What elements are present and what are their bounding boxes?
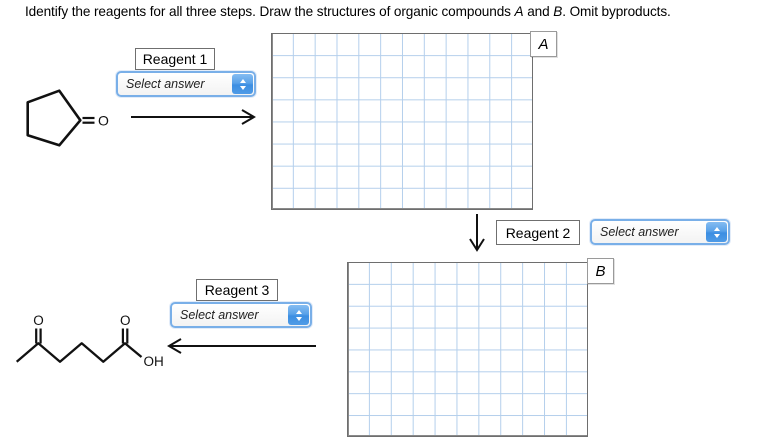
reagent2-spinner-button[interactable] xyxy=(706,222,727,242)
drawing-canvas-b[interactable] xyxy=(347,262,588,437)
spinner-down-icon xyxy=(295,316,302,321)
reagent2-label-text: Reagent 2 xyxy=(505,224,571,241)
reagent3-select-value: Select answer xyxy=(180,308,259,322)
reagent2-label: Reagent 2 xyxy=(496,220,580,245)
hydroxyl-label: OH xyxy=(144,354,164,369)
reagent3-label: Reagent 3 xyxy=(196,279,278,301)
arrow-left-icon xyxy=(167,338,316,354)
reagent1-label-text: Reagent 1 xyxy=(142,51,208,67)
compound-a-badge-text: A xyxy=(538,35,549,53)
reagent2-select[interactable]: Select answer xyxy=(590,219,730,245)
spinner-up-icon xyxy=(713,226,720,231)
ketone-oxygen-label: O xyxy=(98,113,109,129)
reagent3-label-text: Reagent 3 xyxy=(204,282,270,298)
arrow-down-icon xyxy=(469,214,485,252)
reagent3-select[interactable]: Select answer xyxy=(170,302,312,328)
reagent3-spinner-button[interactable] xyxy=(288,305,309,325)
title-text: Identify the reagents for all three step… xyxy=(25,4,515,19)
spinner-up-icon xyxy=(239,78,246,83)
cyclopentane-ring xyxy=(26,89,82,147)
reagent1-select[interactable]: Select answer xyxy=(116,71,256,97)
reagent1-spinner-button[interactable] xyxy=(232,74,253,94)
title-text: and xyxy=(523,4,554,19)
compound-a-badge: A xyxy=(530,31,557,57)
title-text: . Omit byproducts. xyxy=(562,4,671,19)
compound-b-ref: B xyxy=(553,4,563,19)
carbon-chain xyxy=(15,342,143,363)
reagent2-select-value: Select answer xyxy=(600,225,679,239)
ketone-oxygen-label: O xyxy=(33,313,44,328)
question-title: Identify the reagents for all three step… xyxy=(25,4,671,19)
reagent1-label: Reagent 1 xyxy=(135,48,215,70)
cyclopentanone-structure: O xyxy=(26,89,109,147)
compound-b-badge: B xyxy=(587,258,614,284)
spinner-down-icon xyxy=(713,233,720,238)
reagent1-select-value: Select answer xyxy=(126,77,205,91)
compound-b-badge-text: B xyxy=(595,262,606,280)
keto-acid-product-structure: O O OH xyxy=(15,313,164,369)
spinner-down-icon xyxy=(239,85,246,90)
acid-oxygen-label: O xyxy=(120,313,131,328)
drawing-canvas-a[interactable] xyxy=(271,33,533,210)
arrow-right-icon xyxy=(131,109,256,125)
compound-a-ref: A xyxy=(514,4,524,19)
spinner-up-icon xyxy=(295,309,302,314)
